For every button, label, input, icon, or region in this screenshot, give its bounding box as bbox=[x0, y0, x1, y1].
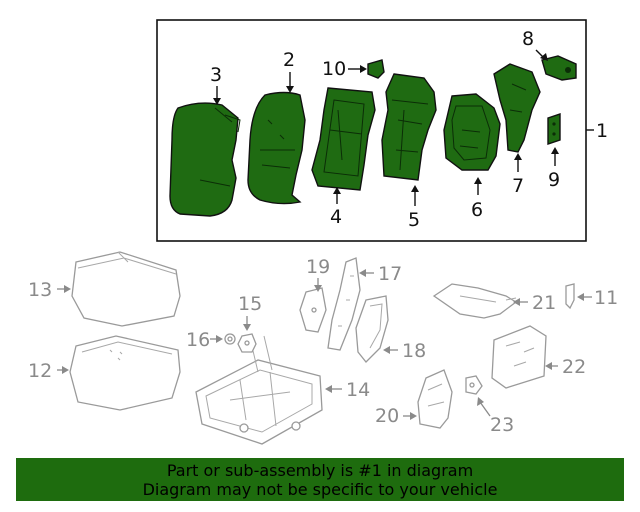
svg-text:21: 21 bbox=[532, 292, 556, 314]
svg-text:8: 8 bbox=[522, 28, 534, 50]
svg-text:9: 9 bbox=[548, 169, 560, 191]
svg-text:22: 22 bbox=[562, 356, 586, 378]
part-23-nut[interactable] bbox=[465, 375, 483, 395]
callout-18: 18 bbox=[383, 340, 426, 362]
callout-13: 13 bbox=[28, 279, 71, 301]
part-16-nut[interactable] bbox=[224, 333, 236, 345]
banner-line-2: Diagram may not be specific to your vehi… bbox=[142, 480, 498, 499]
svg-text:11: 11 bbox=[594, 287, 618, 309]
callout-21: 21 bbox=[513, 292, 556, 314]
callout-10: 10 bbox=[322, 58, 367, 80]
callout-22: 22 bbox=[545, 356, 586, 378]
svg-text:10: 10 bbox=[322, 58, 346, 80]
part-9-plate[interactable] bbox=[547, 113, 561, 145]
callout-9: 9 bbox=[548, 147, 560, 191]
callout-15: 15 bbox=[238, 293, 262, 331]
callout-7: 7 bbox=[512, 153, 524, 197]
part-4-seat-back-frame[interactable] bbox=[311, 87, 376, 191]
part-17-recliner-bracket[interactable] bbox=[327, 257, 361, 351]
part-14-seat-frame[interactable] bbox=[195, 335, 323, 445]
callout-8: 8 bbox=[522, 28, 548, 61]
part-10-clip[interactable] bbox=[367, 59, 385, 79]
callout-23: 23 bbox=[477, 397, 514, 436]
part-15-bolt[interactable] bbox=[237, 333, 257, 353]
part-2-seat-back-pad[interactable] bbox=[247, 91, 306, 205]
part-22-panel[interactable] bbox=[491, 325, 547, 389]
callout-12: 12 bbox=[28, 360, 69, 382]
part-11-clip[interactable] bbox=[565, 283, 575, 310]
callout-19: 19 bbox=[306, 256, 330, 292]
part-20-trim-panel[interactable] bbox=[417, 369, 453, 429]
svg-text:19: 19 bbox=[306, 256, 330, 278]
svg-text:5: 5 bbox=[408, 209, 420, 231]
svg-text:2: 2 bbox=[283, 49, 295, 71]
callout-6: 6 bbox=[471, 177, 483, 221]
svg-text:18: 18 bbox=[402, 340, 426, 362]
callout-1: 1 bbox=[596, 120, 608, 142]
part-13-seat-cushion-cover[interactable] bbox=[71, 251, 181, 327]
svg-text:23: 23 bbox=[490, 414, 514, 436]
callout-3: 3 bbox=[210, 64, 222, 105]
callout-4: 4 bbox=[330, 187, 342, 228]
callout-5: 5 bbox=[408, 185, 420, 231]
info-banner: Part or sub-assembly is #1 in diagram Di… bbox=[16, 458, 624, 501]
svg-text:16: 16 bbox=[186, 329, 210, 351]
svg-text:6: 6 bbox=[471, 199, 483, 221]
svg-text:14: 14 bbox=[346, 379, 370, 401]
part-21-bracket[interactable] bbox=[432, 283, 518, 319]
callout-11: 11 bbox=[577, 287, 618, 309]
svg-text:4: 4 bbox=[330, 206, 342, 228]
svg-text:12: 12 bbox=[28, 360, 52, 382]
part-5-seat-back-panel[interactable] bbox=[381, 73, 437, 181]
part-7-hinge-bracket[interactable] bbox=[493, 63, 541, 153]
callout-20: 20 bbox=[375, 405, 417, 427]
svg-text:3: 3 bbox=[210, 64, 222, 86]
callout-2: 2 bbox=[283, 49, 295, 93]
part-6-armrest[interactable] bbox=[443, 93, 501, 171]
callout-14: 14 bbox=[325, 379, 370, 401]
part-3-seat-back-cushion[interactable] bbox=[169, 102, 241, 217]
svg-text:20: 20 bbox=[375, 405, 399, 427]
callout-16: 16 bbox=[186, 329, 223, 351]
part-12-seat-cushion-pad[interactable] bbox=[69, 335, 181, 411]
part-19-shield[interactable] bbox=[299, 287, 327, 333]
part-18-side-cover[interactable] bbox=[355, 295, 389, 363]
svg-text:17: 17 bbox=[378, 263, 402, 285]
callout-17: 17 bbox=[359, 263, 402, 285]
banner-line-1: Part or sub-assembly is #1 in diagram bbox=[166, 461, 474, 480]
svg-text:13: 13 bbox=[28, 279, 52, 301]
svg-text:7: 7 bbox=[512, 175, 524, 197]
svg-text:15: 15 bbox=[238, 293, 262, 315]
part-8-latch[interactable] bbox=[541, 55, 577, 81]
